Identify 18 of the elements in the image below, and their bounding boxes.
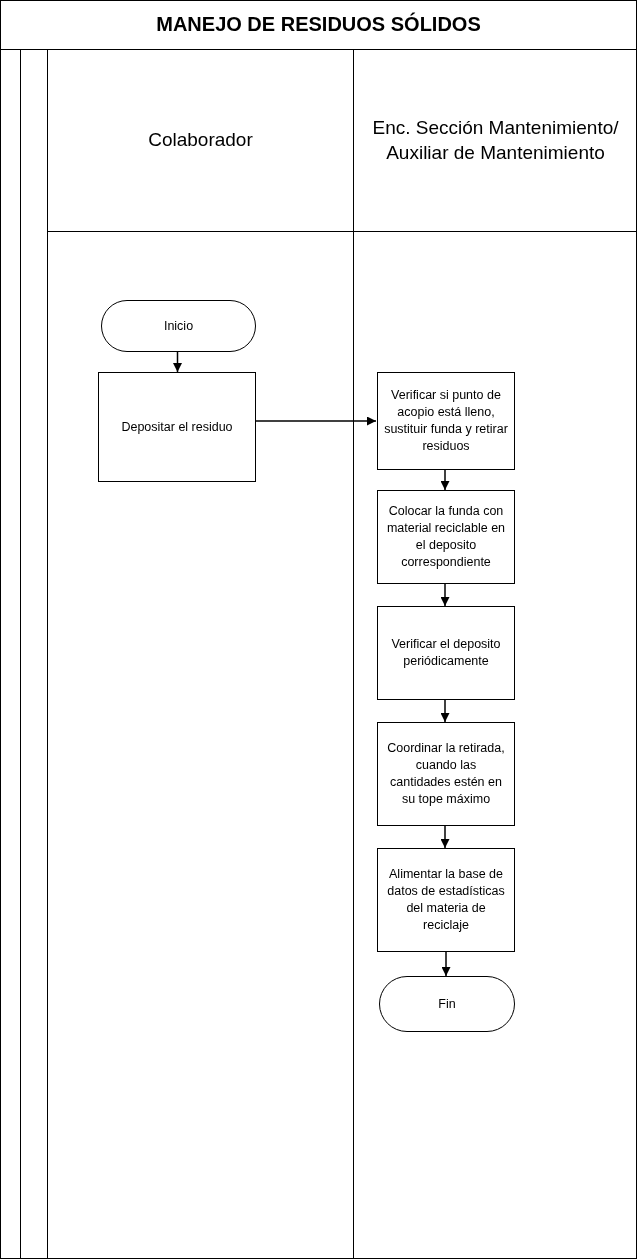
arrow <box>440 583 450 607</box>
process-box: Colocar la funda con material reciclable en el deposito correspondiente <box>377 490 515 584</box>
terminal-shape: Fin <box>379 976 515 1032</box>
arrow <box>173 351 182 373</box>
arrow <box>440 469 450 491</box>
process-box: Alimentar la base de datos de estadísticas del materia de reciclaje <box>377 848 515 952</box>
diagram-title: MANEJO DE RESIDUOS SÓLIDOS <box>0 0 637 50</box>
arrow <box>440 825 450 849</box>
arrow <box>441 951 451 977</box>
process-box: Depositar el residuo <box>98 372 256 482</box>
terminal-shape: Inicio <box>101 300 256 352</box>
lane-header: Enc. Sección Mantenimiento/ Auxiliar de Mantenimiento <box>354 50 637 232</box>
arrow <box>254 416 377 426</box>
process-box: Verificar si punto de acopio está lleno, sustituir funda y retirar residuos <box>377 372 515 470</box>
process-box: Coordinar la retirada, cuando las cantidades estén en su tope máximo <box>377 722 515 826</box>
process-box: Verificar el deposito periódicamente <box>377 606 515 700</box>
lane-header: Colaborador <box>48 50 353 232</box>
arrow <box>440 699 450 723</box>
